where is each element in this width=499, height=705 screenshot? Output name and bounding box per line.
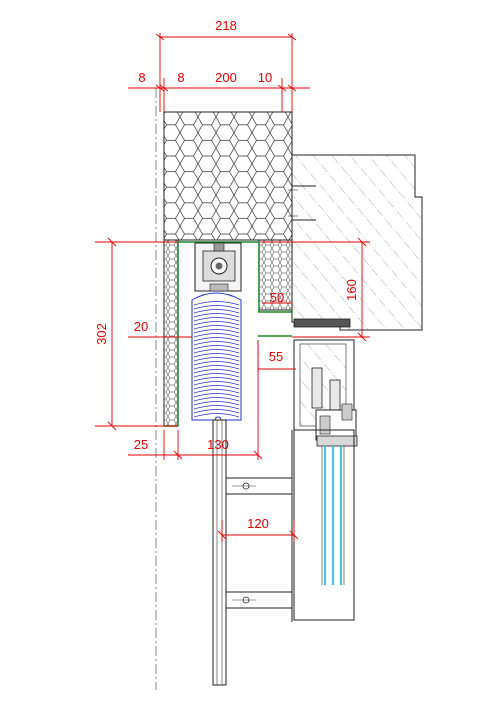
roller-winding-line: [193, 301, 240, 306]
roller-winding-line: [193, 381, 240, 386]
roller-winding-line: [193, 397, 240, 402]
dim-55: 55: [269, 349, 283, 364]
insulation-block: [163, 111, 293, 427]
dim-200: 200: [215, 70, 237, 85]
roller-winding-line: [193, 385, 240, 390]
roller-winding-line: [193, 345, 240, 350]
roller-winding-line: [193, 309, 240, 314]
roller-winding-line: [193, 373, 240, 378]
roller-drum: [191, 292, 242, 424]
roller-winding-line: [193, 305, 240, 310]
dim-20: 20: [134, 319, 148, 334]
dim-218: 218: [215, 18, 237, 33]
roller-winding-line: [193, 409, 240, 414]
roller-winding-line: [193, 353, 240, 358]
roller-winding-line: [193, 321, 240, 326]
roller-winding-line: [193, 357, 240, 362]
guide-rail: [212, 419, 227, 686]
bracket-bottom: [225, 591, 293, 609]
glass-panes: [321, 446, 345, 585]
roller-winding-line: [193, 393, 240, 398]
roller-winding-line: [193, 365, 240, 370]
roller-winding-line: [193, 377, 240, 382]
dim-ticks: [107, 33, 367, 540]
roller-winding-line: [193, 337, 240, 342]
roller-winding-line: [193, 413, 240, 418]
roller-winding-line: [193, 333, 240, 338]
roller-winding-line: [193, 361, 240, 366]
dim-10: 10: [258, 70, 272, 85]
dim-8-outer: 8: [138, 70, 145, 85]
dim-130: 130: [207, 437, 229, 452]
wall-section: [288, 154, 423, 331]
dim-25: 25: [134, 437, 148, 452]
roller-winding-line: [193, 325, 240, 330]
roller-winding-line: [193, 369, 240, 374]
roller-winding-line: [193, 341, 240, 346]
lintel-strip: [293, 318, 351, 328]
window-frame: [293, 339, 358, 621]
dim-50: 50: [270, 290, 284, 305]
bracket-top: [225, 477, 293, 495]
roller-winding-line: [193, 349, 240, 354]
roller-winding-line: [193, 329, 240, 334]
roller-winding-line: [193, 401, 240, 406]
roller-head: [194, 242, 242, 292]
dim-160: 160: [344, 279, 359, 301]
roller-winding-line: [193, 389, 240, 394]
dim-302: 302: [94, 323, 109, 345]
roller-winding-line: [193, 313, 240, 318]
roller-winding-line: [193, 317, 240, 322]
roller-winding-line: [193, 405, 240, 410]
dim-8-inner: 8: [177, 70, 184, 85]
dim-120: 120: [247, 516, 269, 531]
